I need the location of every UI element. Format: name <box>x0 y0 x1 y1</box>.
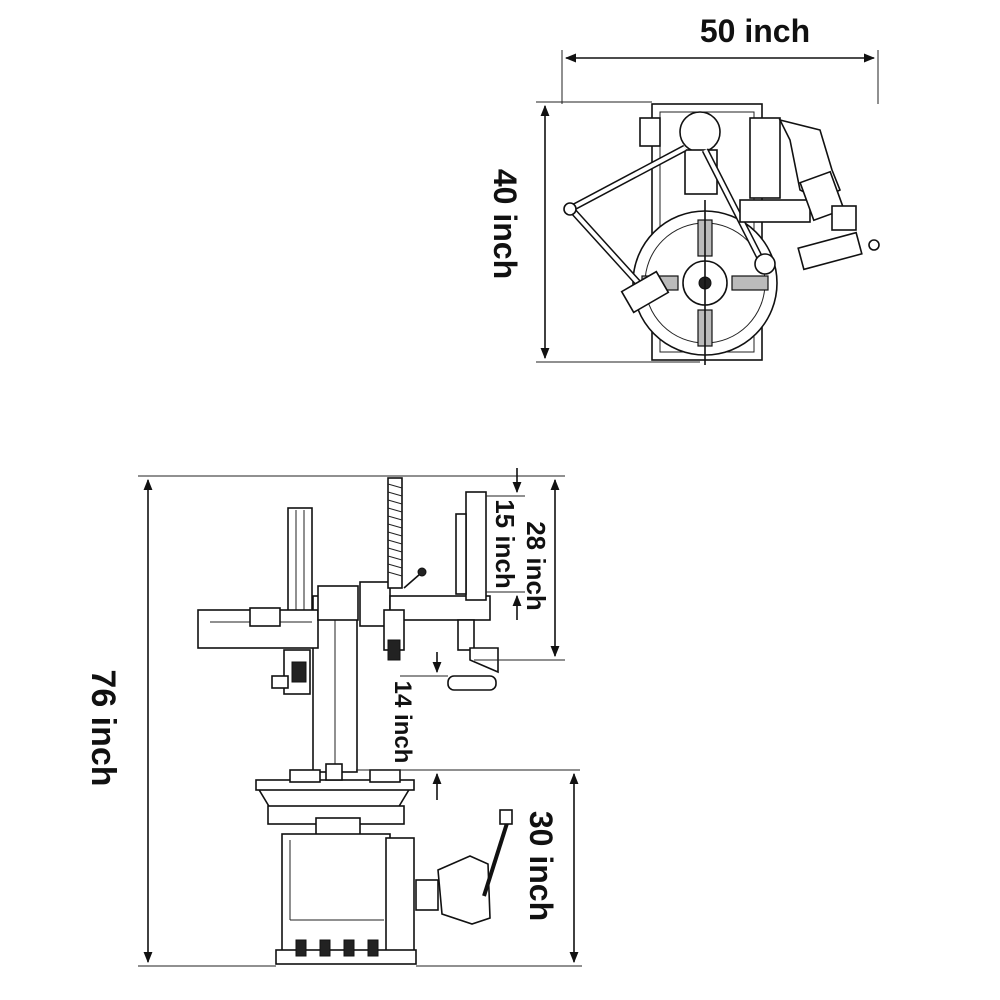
width-dimension: 50 inch <box>561 13 879 104</box>
height-label: 76 inch <box>84 669 122 786</box>
arm-travel-dimension: 28 inch <box>402 475 565 661</box>
screw-threads <box>387 483 403 577</box>
head-travel-label: 15 inch <box>490 499 520 589</box>
head-clearance-label: 14 inch <box>389 681 416 764</box>
height-dimension: 76 inch <box>84 475 402 967</box>
arm-travel-label: 28 inch <box>521 521 551 611</box>
depth-label: 40 inch <box>487 169 523 279</box>
side-view-machine <box>197 477 513 965</box>
table-height-label: 30 inch <box>523 811 559 921</box>
head-travel-dimension: 15 inch <box>486 468 525 620</box>
head-clearance-dimension: 14 inch <box>356 652 580 800</box>
width-label: 50 inch <box>700 13 810 49</box>
table-height-dimension: 30 inch <box>416 772 582 967</box>
depth-dimension: 40 inch <box>487 101 700 363</box>
top-view-machine <box>563 103 880 365</box>
